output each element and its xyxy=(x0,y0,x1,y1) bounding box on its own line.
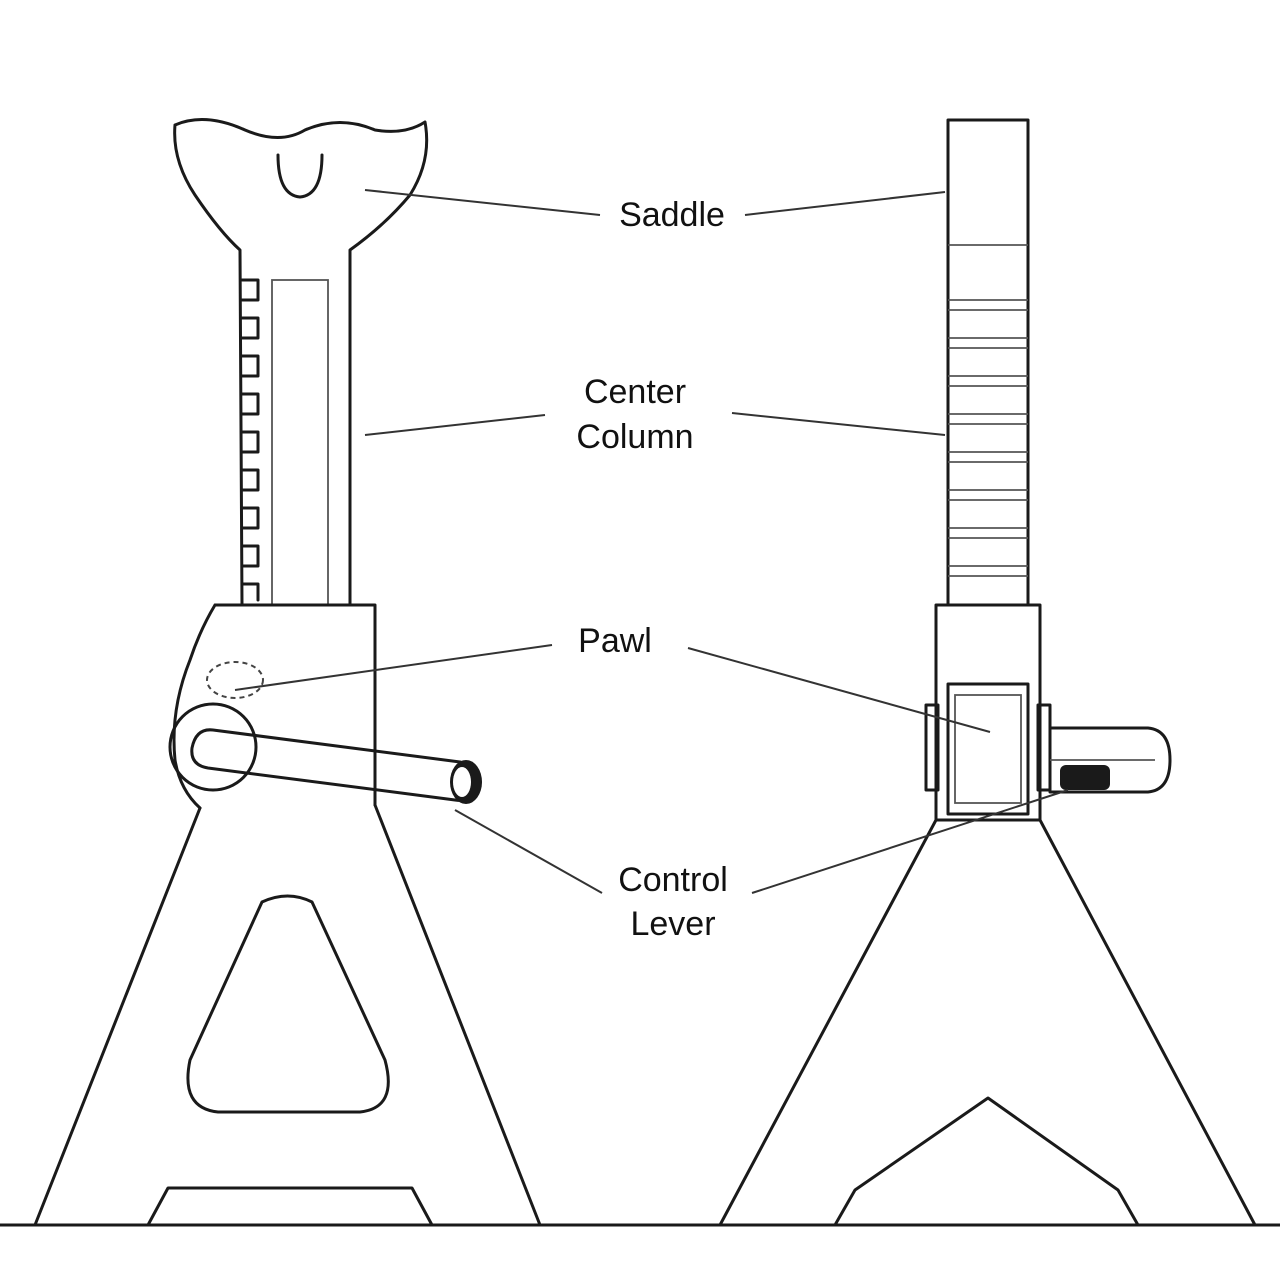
front-side-plate-right xyxy=(1036,703,1052,792)
leader-saddle-left xyxy=(364,189,601,216)
label-pawl: Pawl xyxy=(578,622,652,660)
side-housing xyxy=(172,603,377,810)
saddle-notch xyxy=(276,153,324,199)
side-lever-pivot xyxy=(168,702,258,792)
side-leg-cutout xyxy=(186,894,390,1114)
side-view-jack-stand xyxy=(33,118,542,1227)
leader-pawl-left xyxy=(234,644,553,691)
leader-saddle-right xyxy=(744,191,946,216)
front-view-jack-stand xyxy=(718,118,1257,1227)
label-saddle: Saddle xyxy=(619,196,725,234)
side-pawl-hidden xyxy=(206,661,264,699)
label-center-column-line1: Center xyxy=(584,373,686,411)
leader-column-left xyxy=(364,414,546,436)
side-column-slot xyxy=(271,279,329,606)
leader-pawl-right xyxy=(687,647,991,733)
front-housing xyxy=(934,603,1042,822)
leader-column-right xyxy=(731,412,946,436)
labels: Saddle Center Column Pawl Control Lever xyxy=(576,196,727,943)
side-legs xyxy=(33,803,542,1227)
leader-lever-left xyxy=(454,809,603,894)
side-column-teeth xyxy=(240,278,260,602)
front-lever-grip xyxy=(1060,765,1110,790)
leader-lever-right xyxy=(751,789,1069,894)
side-saddle xyxy=(173,118,429,607)
front-pawl-inner xyxy=(954,694,1022,804)
label-control-lever-line1: Control xyxy=(618,861,728,899)
front-column-bands xyxy=(948,244,1028,577)
leader-lines xyxy=(234,189,1069,894)
side-control-lever xyxy=(190,728,482,802)
label-center-column-line2: Column xyxy=(576,418,693,456)
front-control-lever xyxy=(1048,726,1172,794)
label-control-lever-line2: Lever xyxy=(630,905,715,943)
front-side-plate-left xyxy=(924,703,940,792)
front-pawl xyxy=(946,682,1030,816)
front-legs xyxy=(718,818,1257,1227)
side-lever-grip-inner xyxy=(453,767,471,797)
front-center-column xyxy=(946,118,1030,607)
